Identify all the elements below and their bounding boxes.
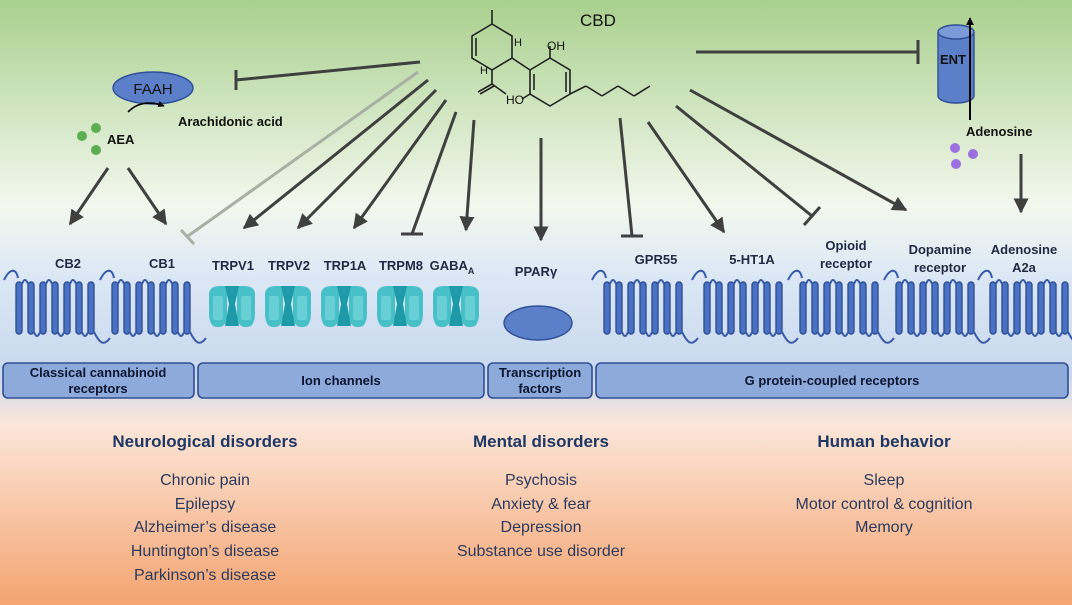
adenosine-dot: [951, 159, 961, 169]
faah-label: FAAH: [133, 81, 172, 98]
adenosine-a2a-label-line2: A2a: [1012, 260, 1037, 275]
category-ion-box: [197, 362, 485, 399]
adenosine-dot: [968, 149, 978, 159]
opioid-inhibition-line: [675, 104, 813, 218]
mental-item: Anxiety & fear: [491, 496, 591, 513]
mental-item: Depression: [501, 519, 582, 536]
cbd-molecule: [471, 10, 651, 107]
cb1-label: CB1: [149, 256, 175, 271]
category-gpcr-box: [595, 362, 1069, 399]
category-transcription-line1: Transcription: [499, 365, 581, 380]
opioid-label-line2: receptor: [820, 256, 872, 271]
trpm8-label: TRPM8: [379, 258, 423, 273]
behavior-item: Memory: [855, 519, 913, 536]
trpv1-arrow: [242, 78, 429, 230]
trp1a-arrow: [352, 99, 448, 230]
behavior-heading: Human behavior: [817, 432, 951, 451]
h-top-label: H: [514, 37, 522, 49]
opioid-inhibition-bar: [802, 206, 822, 226]
dopamine-label-line2: receptor: [914, 260, 966, 275]
neurological-item: Epilepsy: [175, 496, 235, 513]
behavior-item: Sleep: [864, 472, 905, 489]
trpv2-label: TRPV2: [268, 258, 310, 273]
ht1a-arrow: [646, 121, 726, 234]
oh-label: OH: [547, 39, 565, 53]
aea-dot: [77, 131, 87, 141]
neurological-item: Alzheimer’s disease: [134, 519, 277, 536]
ht1a-label: 5-HT1A: [729, 252, 775, 267]
gaba-channel: [433, 286, 479, 328]
ent-label: ENT: [940, 52, 966, 67]
gaba-arrow: [459, 119, 476, 232]
dopamine-label-line1: Dopamine: [909, 242, 972, 257]
neurological-heading: Neurological disorders: [112, 432, 297, 451]
cbd-arrows: [68, 40, 1029, 246]
gpr55-inhibition-line: [618, 117, 634, 237]
cb1-inhibition-bar: [179, 228, 196, 246]
neurological-item: Huntington’s disease: [131, 543, 279, 560]
trpm8-channel: [377, 286, 423, 328]
cb1-arrow: [126, 167, 168, 226]
neurological-item: Chronic pain: [160, 472, 250, 489]
trp1a-label: TRP1A: [324, 258, 367, 273]
gaba-label: GABAA: [430, 258, 475, 276]
mental-item: Psychosis: [505, 472, 577, 489]
adenosine-dot: [950, 143, 960, 153]
category-transcription-box: [487, 362, 593, 399]
adenosine-label: Adenosine: [966, 124, 1032, 139]
category-transcription-line2: factors: [518, 381, 561, 396]
trp1a-channel: [321, 286, 367, 328]
cb1-inhibition-line: [187, 70, 419, 238]
ppar-label: PPARγ: [515, 264, 558, 279]
aea-label: AEA: [107, 132, 135, 147]
category-gpcr-label: G protein-coupled receptors: [745, 373, 920, 388]
ho-label: HO: [506, 93, 524, 107]
aea-dot: [91, 145, 101, 155]
cb2-arrow: [68, 167, 110, 226]
category-cannabinoid-line1: Classical cannabinoid: [30, 365, 167, 380]
trpv2-arrow: [296, 88, 438, 230]
trpm8-inhibition-line: [410, 111, 458, 235]
aea-conversion-arrow: [127, 101, 165, 113]
ppar-factor: [503, 305, 573, 341]
mental-item: Substance use disorder: [457, 543, 626, 560]
opioid-label-line1: Opioid: [825, 238, 866, 253]
gpr55-label: GPR55: [635, 252, 678, 267]
trpv2-channel: [265, 286, 311, 328]
mental-heading: Mental disorders: [473, 432, 609, 451]
faah-inhibition-line: [235, 60, 421, 82]
cbd-title: CBD: [580, 11, 616, 30]
ent-transporter: [937, 24, 975, 104]
category-ion-label: Ion channels: [301, 373, 380, 388]
category-cannabinoid-line2: receptors: [68, 381, 127, 396]
trpv1-channel: [209, 286, 255, 328]
adenosine-a2a-label-line1: Adenosine: [991, 242, 1057, 257]
cb2-label: CB2: [55, 256, 81, 271]
dopamine-arrow: [689, 88, 908, 212]
neurological-item: Parkinson’s disease: [134, 567, 276, 584]
arachidonic-acid-label: Arachidonic acid: [178, 114, 283, 129]
behavior-item: Motor control & cognition: [796, 496, 973, 513]
aea-dot: [91, 123, 101, 133]
category-cannabinoid-box: [2, 362, 195, 399]
trpv1-label: TRPV1: [212, 258, 254, 273]
h-bottom-label: H: [480, 65, 488, 77]
